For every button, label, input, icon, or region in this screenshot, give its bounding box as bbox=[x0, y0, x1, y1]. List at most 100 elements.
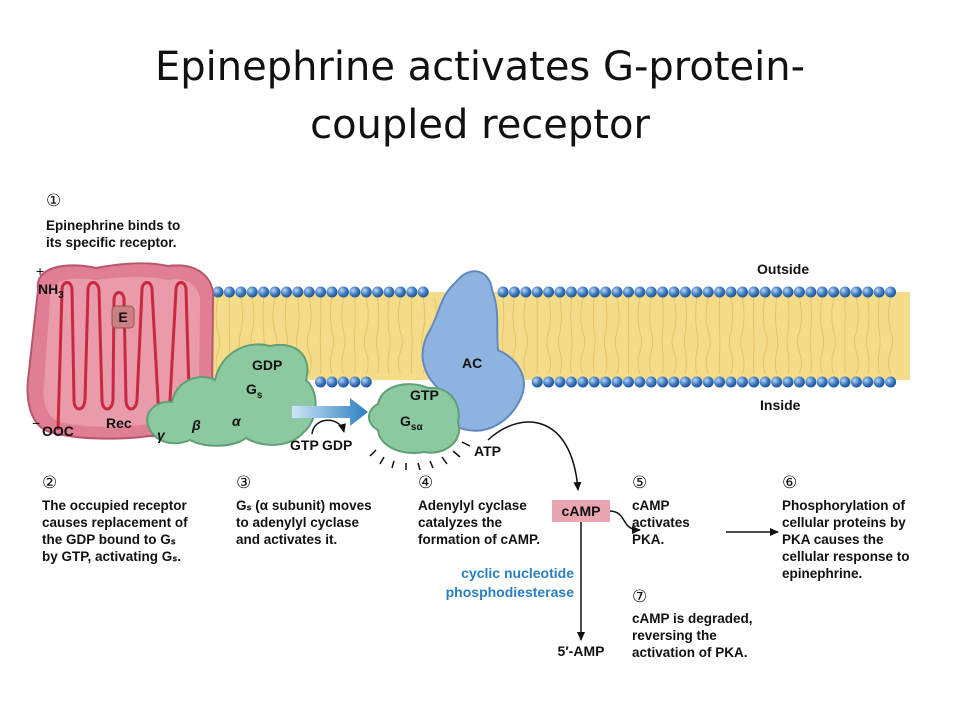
lipid-tail bbox=[809, 297, 812, 375]
lipid-head bbox=[349, 286, 361, 298]
lipid-tail bbox=[695, 297, 699, 375]
step-number: ⑦ bbox=[632, 587, 647, 607]
lipid-tail bbox=[353, 297, 356, 375]
lipid-tail bbox=[854, 297, 859, 375]
step-7: ⑦ cAMP is degraded, reversing the activa… bbox=[632, 587, 753, 660]
lipid-head bbox=[885, 286, 897, 298]
nh3-main: NH bbox=[38, 281, 58, 297]
step-text-line: Gₛ (α subunit) moves bbox=[236, 498, 372, 513]
step-text-line: by GTP, activating Gₛ. bbox=[42, 549, 181, 564]
lipid-head bbox=[862, 286, 874, 298]
step-5: ⑤ cAMP activates PKA. bbox=[632, 473, 690, 547]
lipid-head bbox=[702, 286, 714, 298]
lipid-tail bbox=[740, 297, 745, 375]
step-text-line: activates bbox=[632, 515, 690, 530]
lipid-head bbox=[873, 286, 885, 298]
step-2: ② The occupied receptor causes replaceme… bbox=[42, 473, 188, 564]
lipid-tail bbox=[215, 297, 221, 375]
step-1: ① Epinephrine binds to its specific rece… bbox=[46, 191, 180, 250]
lipid-head bbox=[554, 286, 566, 298]
lipid-tail bbox=[397, 297, 403, 375]
lipid-tail bbox=[786, 297, 790, 375]
step-text-line: activation of PKA. bbox=[632, 645, 748, 660]
lipid-head bbox=[839, 376, 851, 388]
lipid-head bbox=[885, 376, 897, 388]
atp-to-camp-arrow bbox=[487, 421, 582, 491]
lipid-tail bbox=[661, 297, 664, 375]
step-text-line: the GDP bound to Gₛ bbox=[42, 532, 176, 547]
lipid-head bbox=[212, 286, 224, 298]
lipid-tail bbox=[831, 297, 836, 375]
lipid-tail bbox=[877, 297, 881, 375]
lipid-head bbox=[805, 286, 817, 298]
step-text-line: cAMP bbox=[632, 498, 670, 513]
alpha-label: α bbox=[232, 413, 242, 429]
lipid-tail bbox=[683, 297, 687, 375]
lipid-head bbox=[805, 376, 817, 388]
lipid-head bbox=[748, 376, 760, 388]
lipid-head bbox=[634, 376, 646, 388]
lipid-head bbox=[326, 286, 338, 298]
inside-label: Inside bbox=[760, 397, 801, 413]
lipid-head bbox=[657, 286, 669, 298]
outside-label: Outside bbox=[757, 261, 809, 277]
gs-alpha-subunit bbox=[368, 383, 461, 454]
lipid-head bbox=[759, 286, 771, 298]
lipid-tail bbox=[614, 297, 620, 375]
lipid-head bbox=[622, 286, 634, 298]
lipid-tail bbox=[866, 297, 870, 375]
lipid-head bbox=[611, 376, 623, 388]
lipid-tail bbox=[558, 297, 562, 375]
gs-label: Gs bbox=[246, 381, 263, 401]
membrane-inner-heads bbox=[315, 376, 897, 388]
gtp-gdp-exchange-arrow bbox=[311, 419, 346, 435]
ooc-label: OOC bbox=[42, 423, 74, 439]
lipid-head bbox=[337, 376, 349, 388]
step-text-line: epinephrine. bbox=[782, 566, 862, 581]
lipid-head bbox=[679, 286, 691, 298]
gamma-label: γ bbox=[157, 427, 166, 443]
lipid-tail bbox=[375, 297, 380, 375]
lipid-tail bbox=[774, 297, 779, 375]
lipid-head bbox=[759, 376, 771, 388]
lipid-tail bbox=[363, 297, 369, 375]
lipid-head bbox=[383, 286, 395, 298]
lipid-head bbox=[577, 376, 589, 388]
lipid-tail bbox=[820, 297, 825, 375]
lipid-tail bbox=[603, 297, 608, 375]
step-text-line: cellular response to bbox=[782, 549, 910, 564]
lipid-head bbox=[543, 376, 555, 388]
lipid-head bbox=[850, 376, 862, 388]
lipid-head bbox=[782, 376, 794, 388]
lipid-tail bbox=[888, 297, 894, 375]
step-text-line: to adenylyl cyclase bbox=[236, 515, 360, 530]
lipid-tail bbox=[570, 297, 573, 375]
step-number: ③ bbox=[236, 473, 251, 493]
lipid-tail bbox=[592, 297, 596, 375]
lipid-head bbox=[235, 286, 247, 298]
step-text-line: PKA. bbox=[632, 532, 664, 547]
plus-sign: + bbox=[36, 263, 44, 279]
gtp-bound-label: GTP bbox=[410, 387, 439, 403]
step-text-line: causes replacement of bbox=[42, 515, 188, 530]
lipid-head bbox=[315, 376, 327, 388]
rec-label: Rec bbox=[106, 415, 132, 431]
atp-label: ATP bbox=[474, 443, 501, 459]
slide-title: Epinephrine activates G-protein- coupled… bbox=[0, 38, 960, 154]
amp-label: 5′-AMP bbox=[558, 643, 605, 659]
lipid-head bbox=[714, 376, 726, 388]
ac-label: AC bbox=[462, 355, 482, 371]
lipid-tail bbox=[580, 297, 586, 375]
step-6: ⑥ Phosphorylation of cellular proteins b… bbox=[782, 473, 910, 581]
lipid-head bbox=[691, 376, 703, 388]
lipid-head bbox=[771, 286, 783, 298]
lipid-tail bbox=[329, 297, 335, 375]
gs-main: G bbox=[246, 381, 257, 397]
lipid-head bbox=[645, 376, 657, 388]
lipid-head bbox=[246, 286, 258, 298]
lipid-tail bbox=[718, 297, 721, 375]
lipid-head bbox=[634, 286, 646, 298]
lipid-head bbox=[622, 376, 634, 388]
lipid-head bbox=[292, 286, 304, 298]
lipid-tail bbox=[306, 297, 312, 375]
